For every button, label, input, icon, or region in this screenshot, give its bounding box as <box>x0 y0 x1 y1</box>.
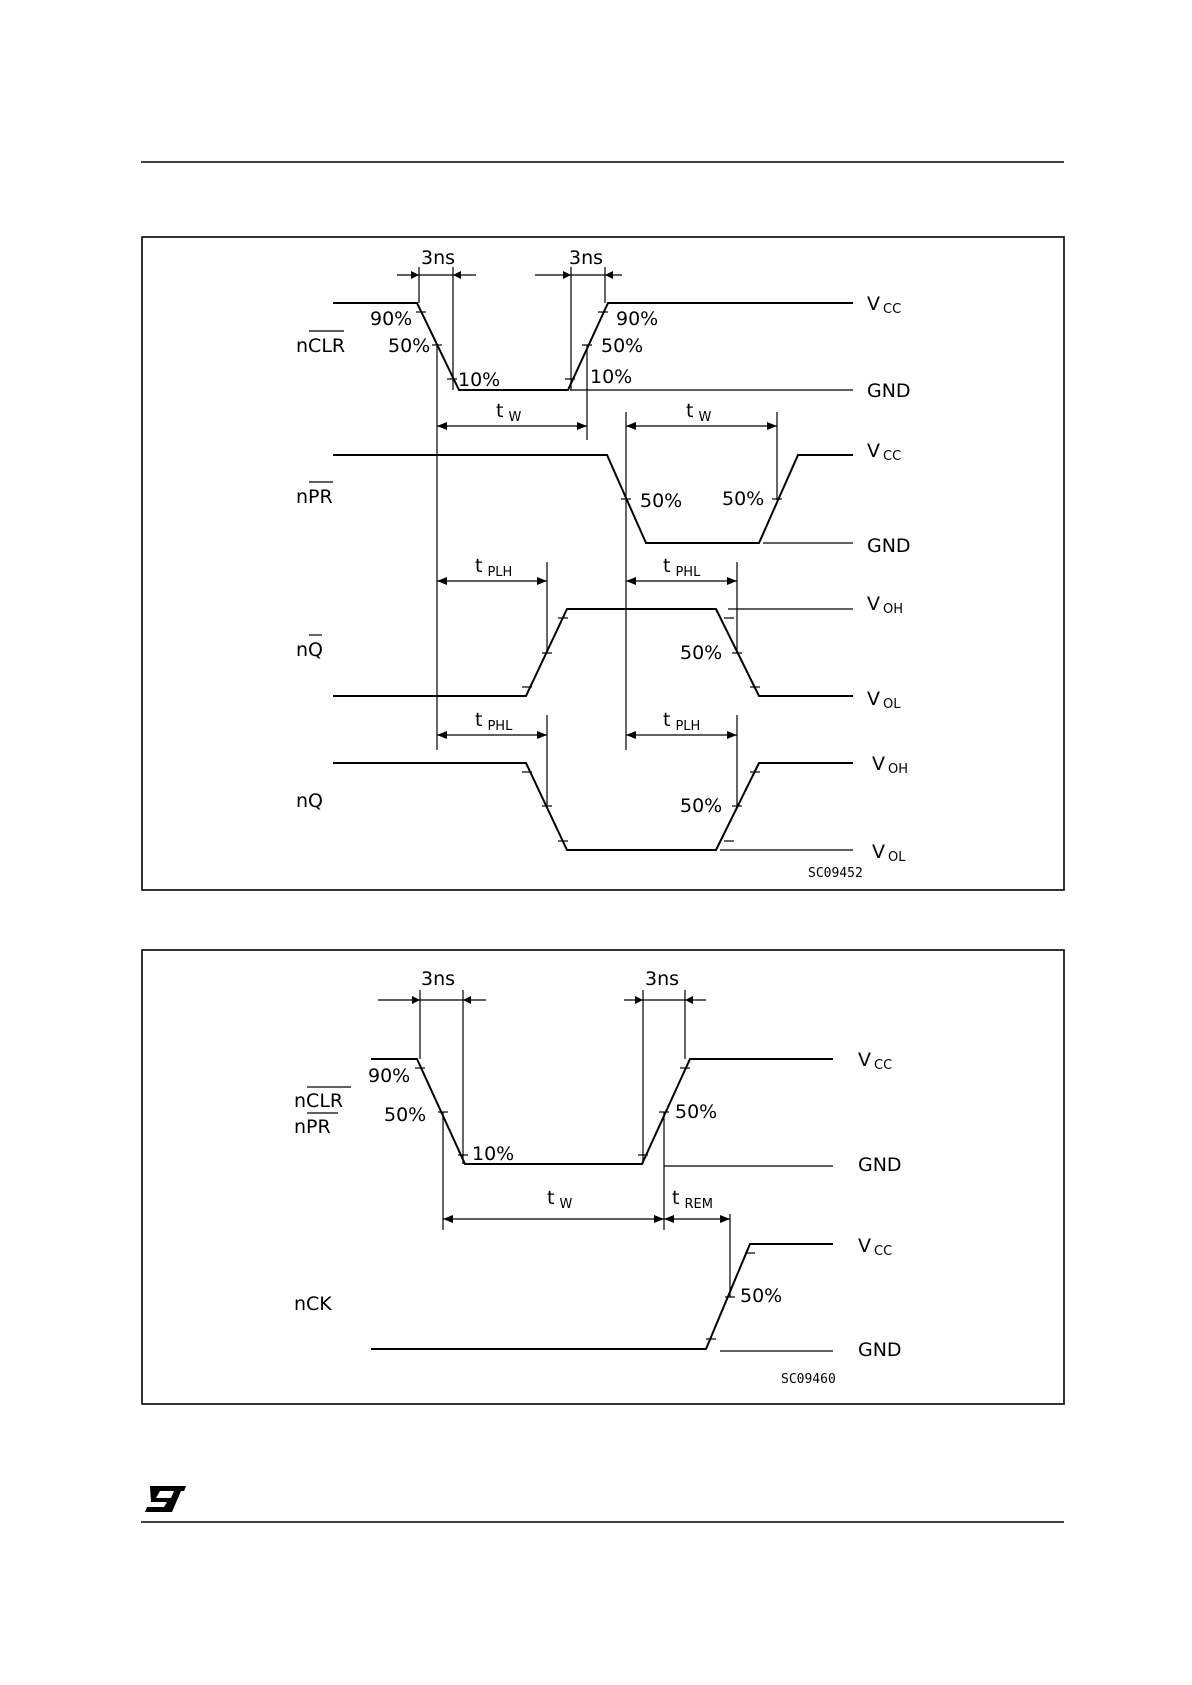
npr-fall-50pct-label: 50% <box>640 490 682 512</box>
arrowhead <box>563 271 571 279</box>
npr-rise-50pct-label: 50% <box>722 488 764 510</box>
signal-label-nclr-2: nCLR <box>294 1090 343 1112</box>
arrowhead <box>463 996 471 1004</box>
signal-label-nqbar: nQ <box>296 639 323 661</box>
rise-time-label-2: 3ns <box>645 968 679 990</box>
arrowhead <box>654 1215 664 1223</box>
nqbar-waveform <box>333 609 853 696</box>
nck-50pct-label: 50% <box>740 1285 782 1307</box>
fall-time-label-2: 3ns <box>421 968 455 990</box>
diagram2-frame <box>142 950 1064 1404</box>
arrowhead <box>727 577 737 585</box>
rise-50pct-label-2: 50% <box>675 1101 717 1123</box>
st-logo-icon <box>145 1486 186 1512</box>
arrowhead <box>727 731 737 739</box>
arrowhead <box>605 271 613 279</box>
signal-label-npr-2: nPR <box>294 1116 331 1138</box>
arrowhead <box>537 731 547 739</box>
timing-diagram-clear-preset-to-output: 3ns 3ns 90% 50% 10% 90% 50% 10% 50% 50% … <box>142 237 1064 890</box>
arrowhead <box>626 422 636 430</box>
arrowhead <box>437 422 447 430</box>
arrowhead <box>411 271 419 279</box>
arrowhead <box>664 1215 674 1223</box>
signal-label-nck: nCK <box>294 1293 332 1315</box>
nqbar-50pct-label: 50% <box>680 642 722 664</box>
transition-ticks <box>416 312 782 841</box>
arrowhead <box>412 996 420 1004</box>
arrowhead <box>685 996 693 1004</box>
rise-time-label: 3ns <box>569 247 603 269</box>
arrowhead <box>720 1215 730 1223</box>
nq-50pct-label: 50% <box>680 795 722 817</box>
figure-code-1: SC09452 <box>808 866 863 881</box>
nclr-90pct-label: 90% <box>370 308 412 330</box>
arrowhead <box>626 731 636 739</box>
arrowhead <box>577 422 587 430</box>
signal-label-npr: nPR <box>296 486 333 508</box>
fall-50pct-label-2: 50% <box>384 1104 426 1126</box>
nclr-rise-10pct-label: 10% <box>590 366 632 388</box>
nclr-10pct-label: 10% <box>458 369 500 391</box>
arrowhead <box>635 996 643 1004</box>
fall-90pct-label-2: 90% <box>368 1065 410 1087</box>
arrowhead <box>453 271 461 279</box>
rail-gnd-npr: GND <box>867 535 911 557</box>
fall-time-label: 3ns <box>421 247 455 269</box>
nclr-50pct-label: 50% <box>388 335 430 357</box>
fall-10pct-label-2: 10% <box>472 1143 514 1165</box>
figure-code-2: SC09460 <box>781 1372 836 1387</box>
arrowhead <box>443 1215 453 1223</box>
nclr-rise-90pct-label: 90% <box>616 308 658 330</box>
signal-label-nq: nQ <box>296 790 323 812</box>
rail-gnd-clr-2: GND <box>858 1154 902 1176</box>
arrowhead <box>437 731 447 739</box>
nq-waveform <box>333 763 853 850</box>
rail-gnd-nck: GND <box>858 1339 902 1361</box>
arrowhead <box>437 577 447 585</box>
nclr-rise-50pct-label: 50% <box>601 335 643 357</box>
arrowhead <box>626 577 636 585</box>
signal-label-nclr: nCLR <box>296 335 345 357</box>
arrowhead <box>767 422 777 430</box>
arrowhead <box>537 577 547 585</box>
rail-gnd-nclr: GND <box>867 380 911 402</box>
